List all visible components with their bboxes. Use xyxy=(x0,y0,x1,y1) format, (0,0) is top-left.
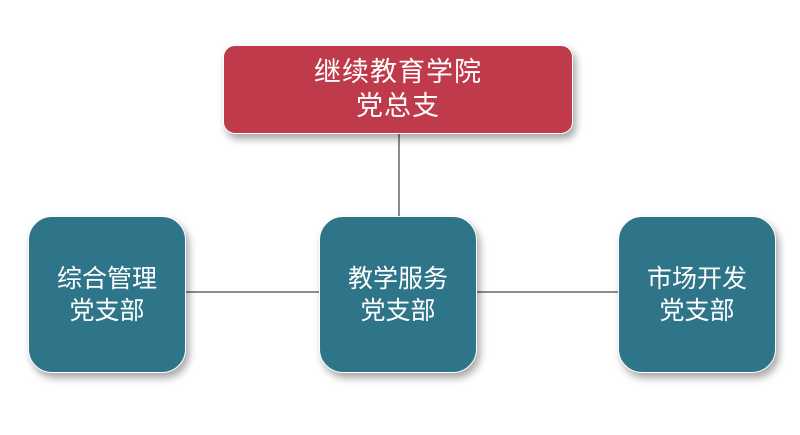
connector-root-to-middle xyxy=(398,134,400,217)
root-node-line1: 继续教育学院 xyxy=(314,56,482,88)
child-node-general-management: 综合管理 党支部 xyxy=(28,216,186,373)
child-node-line1: 市场开发 xyxy=(646,264,747,294)
root-node-line2: 党总支 xyxy=(356,90,440,122)
connector-horizontal-left xyxy=(186,291,320,293)
connector-horizontal-right xyxy=(476,291,619,293)
child-node-line2: 党支部 xyxy=(360,295,436,325)
child-node-market-development: 市场开发 党支部 xyxy=(618,216,776,373)
child-node-line1: 综合管理 xyxy=(56,264,157,294)
child-node-teaching-service: 教学服务 党支部 xyxy=(319,216,477,373)
root-node-continuing-education-party-branch: 继续教育学院 党总支 xyxy=(223,45,573,134)
child-node-line2: 党支部 xyxy=(659,295,735,325)
child-node-line2: 党支部 xyxy=(69,295,145,325)
child-node-line1: 教学服务 xyxy=(347,264,448,294)
